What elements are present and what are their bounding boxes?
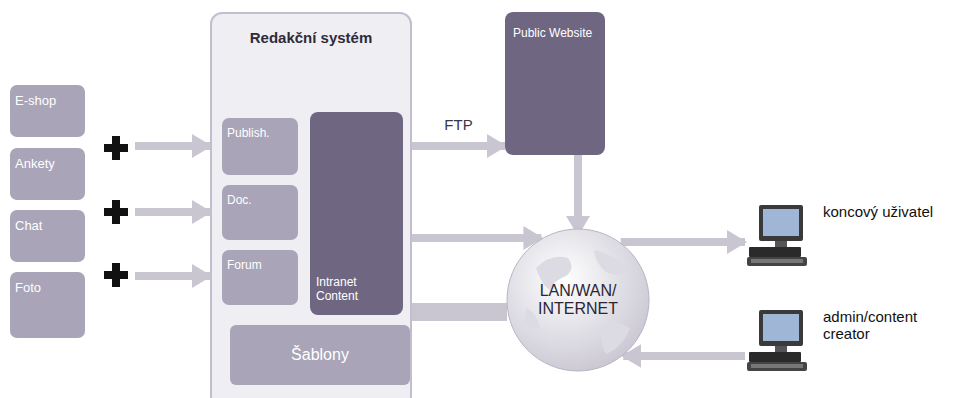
system-box: Redakční systémPublish. Doc. ForumIntranet… [210, 12, 412, 398]
node-label: Foto [15, 280, 80, 295]
node-label: Forum [227, 258, 293, 272]
template-box: Šablony [230, 325, 410, 385]
edge-label: FTP [442, 116, 474, 133]
arrow-connector [135, 272, 210, 280]
arrow-connector [412, 234, 541, 242]
arrow-connector [135, 208, 210, 216]
website-box: Public Website [505, 12, 605, 155]
arrow-connector [621, 238, 745, 246]
module-box: Forum [222, 250, 298, 305]
arrow-connector [623, 352, 745, 360]
computer-icon [745, 308, 815, 374]
module-box: Foto [10, 272, 85, 338]
arrow-connector [574, 155, 582, 234]
node-label: Redakční systém [212, 14, 410, 48]
computer-node: admin/content creator [745, 300, 970, 388]
node-label: E-shop [15, 93, 80, 108]
content-box: Intranet Content [310, 112, 403, 315]
node-label: LAN/WAN/ INTERNET [526, 282, 630, 318]
computer-icon [745, 203, 815, 269]
network-globe: LAN/WAN/ INTERNET [506, 228, 650, 372]
module-box: Publish. [222, 118, 298, 175]
arrow-connector [412, 142, 505, 150]
node-label: koncový uživatel [823, 195, 963, 220]
plus-signs [104, 136, 128, 287]
node-label: Publish. [227, 126, 293, 140]
module-box: Doc. [222, 185, 298, 240]
computer-node: koncový uživatel [745, 195, 970, 273]
node-label: admin/content creator [823, 300, 963, 342]
module-box: Ankety [10, 148, 85, 200]
node-label: Ankety [15, 156, 80, 171]
module-box: Chat [10, 210, 85, 262]
arrow-connector [412, 303, 507, 321]
node-label: Intranet Content [316, 275, 397, 303]
module-box: E-shop [10, 85, 85, 137]
arrow-connector [135, 142, 210, 150]
node-label: Public Website [505, 12, 605, 54]
node-label: Chat [15, 218, 80, 233]
node-label: Šablony [291, 346, 349, 364]
node-label: Doc. [227, 193, 293, 207]
